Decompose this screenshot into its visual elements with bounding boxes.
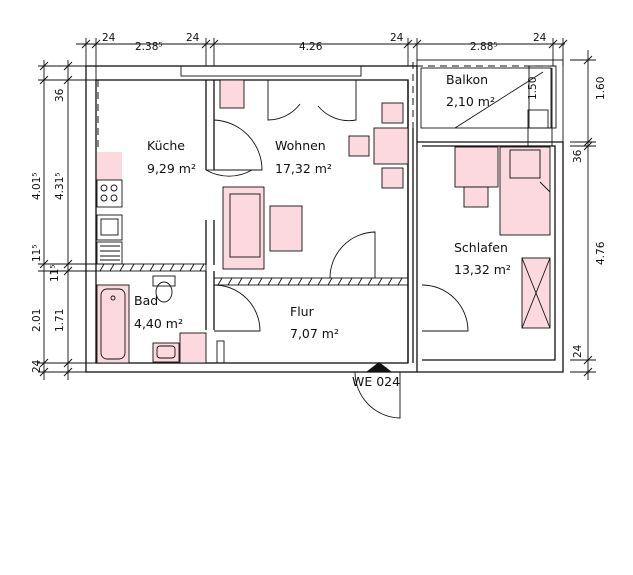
doors xyxy=(205,68,553,419)
dim-top-4: 4.26 xyxy=(299,41,323,53)
room-area-balkon: 2,10 m² xyxy=(446,94,495,109)
dimension-right: 1.60 36 4.76 24 1.50 xyxy=(527,50,607,380)
dim-left-6: 2.01 xyxy=(31,309,43,332)
room-area-wohnen: 17,32 m² xyxy=(275,161,332,176)
dimension-left: 36 4.01⁵ 4.31⁵ 11⁵ 11⁵ 2.01 1.71 24 xyxy=(31,60,96,380)
room-name-bad: Bad xyxy=(134,293,158,308)
room-area-flur: 7,07 m² xyxy=(290,326,339,341)
room-name-flur: Flur xyxy=(290,304,315,319)
dim-top-1: 24 xyxy=(102,32,116,44)
dim-left-1: 36 xyxy=(54,88,66,102)
dim-right-2: 36 xyxy=(572,149,584,163)
dim-top-3: 24 xyxy=(186,32,200,44)
dim-left-3: 4.31⁵ xyxy=(54,172,66,200)
room-area-bad: 4,40 m² xyxy=(134,316,183,331)
dim-balkon-depth: 1.50 xyxy=(527,77,539,100)
dim-left-5: 11⁵ xyxy=(49,264,61,282)
room-labels: Küche 9,29 m² Wohnen 17,32 m² Balkon 2,1… xyxy=(134,72,511,389)
dim-top-7: 24 xyxy=(533,32,547,44)
dim-top-6: 2.88⁵ xyxy=(470,41,498,53)
furniture xyxy=(96,65,557,364)
entrance-label: WE 024 xyxy=(352,374,400,389)
dim-right-4: 24 xyxy=(572,344,584,358)
room-name-wohnen: Wohnen xyxy=(275,138,326,153)
dim-left-8: 24 xyxy=(31,359,43,373)
dim-left-2: 4.01⁵ xyxy=(31,172,43,200)
dim-right-3: 4.76 xyxy=(595,241,607,265)
room-name-balkon: Balkon xyxy=(446,72,488,87)
room-name-schlafen: Schlafen xyxy=(454,240,508,255)
dimension-top: 24 2.38⁵ 24 4.26 24 2.88⁵ 24 xyxy=(76,32,568,80)
interior-walls xyxy=(95,80,414,363)
dim-top-5: 24 xyxy=(390,32,404,44)
dim-right-1: 1.60 xyxy=(595,77,607,100)
room-area-schlafen: 13,32 m² xyxy=(454,262,511,277)
dim-left-4: 11⁵ xyxy=(31,244,43,262)
dim-top-2: 2.38⁵ xyxy=(135,41,163,53)
dim-left-7: 1.71 xyxy=(54,309,66,332)
room-name-kueche: Küche xyxy=(147,138,185,153)
room-area-kueche: 9,29 m² xyxy=(147,161,196,176)
